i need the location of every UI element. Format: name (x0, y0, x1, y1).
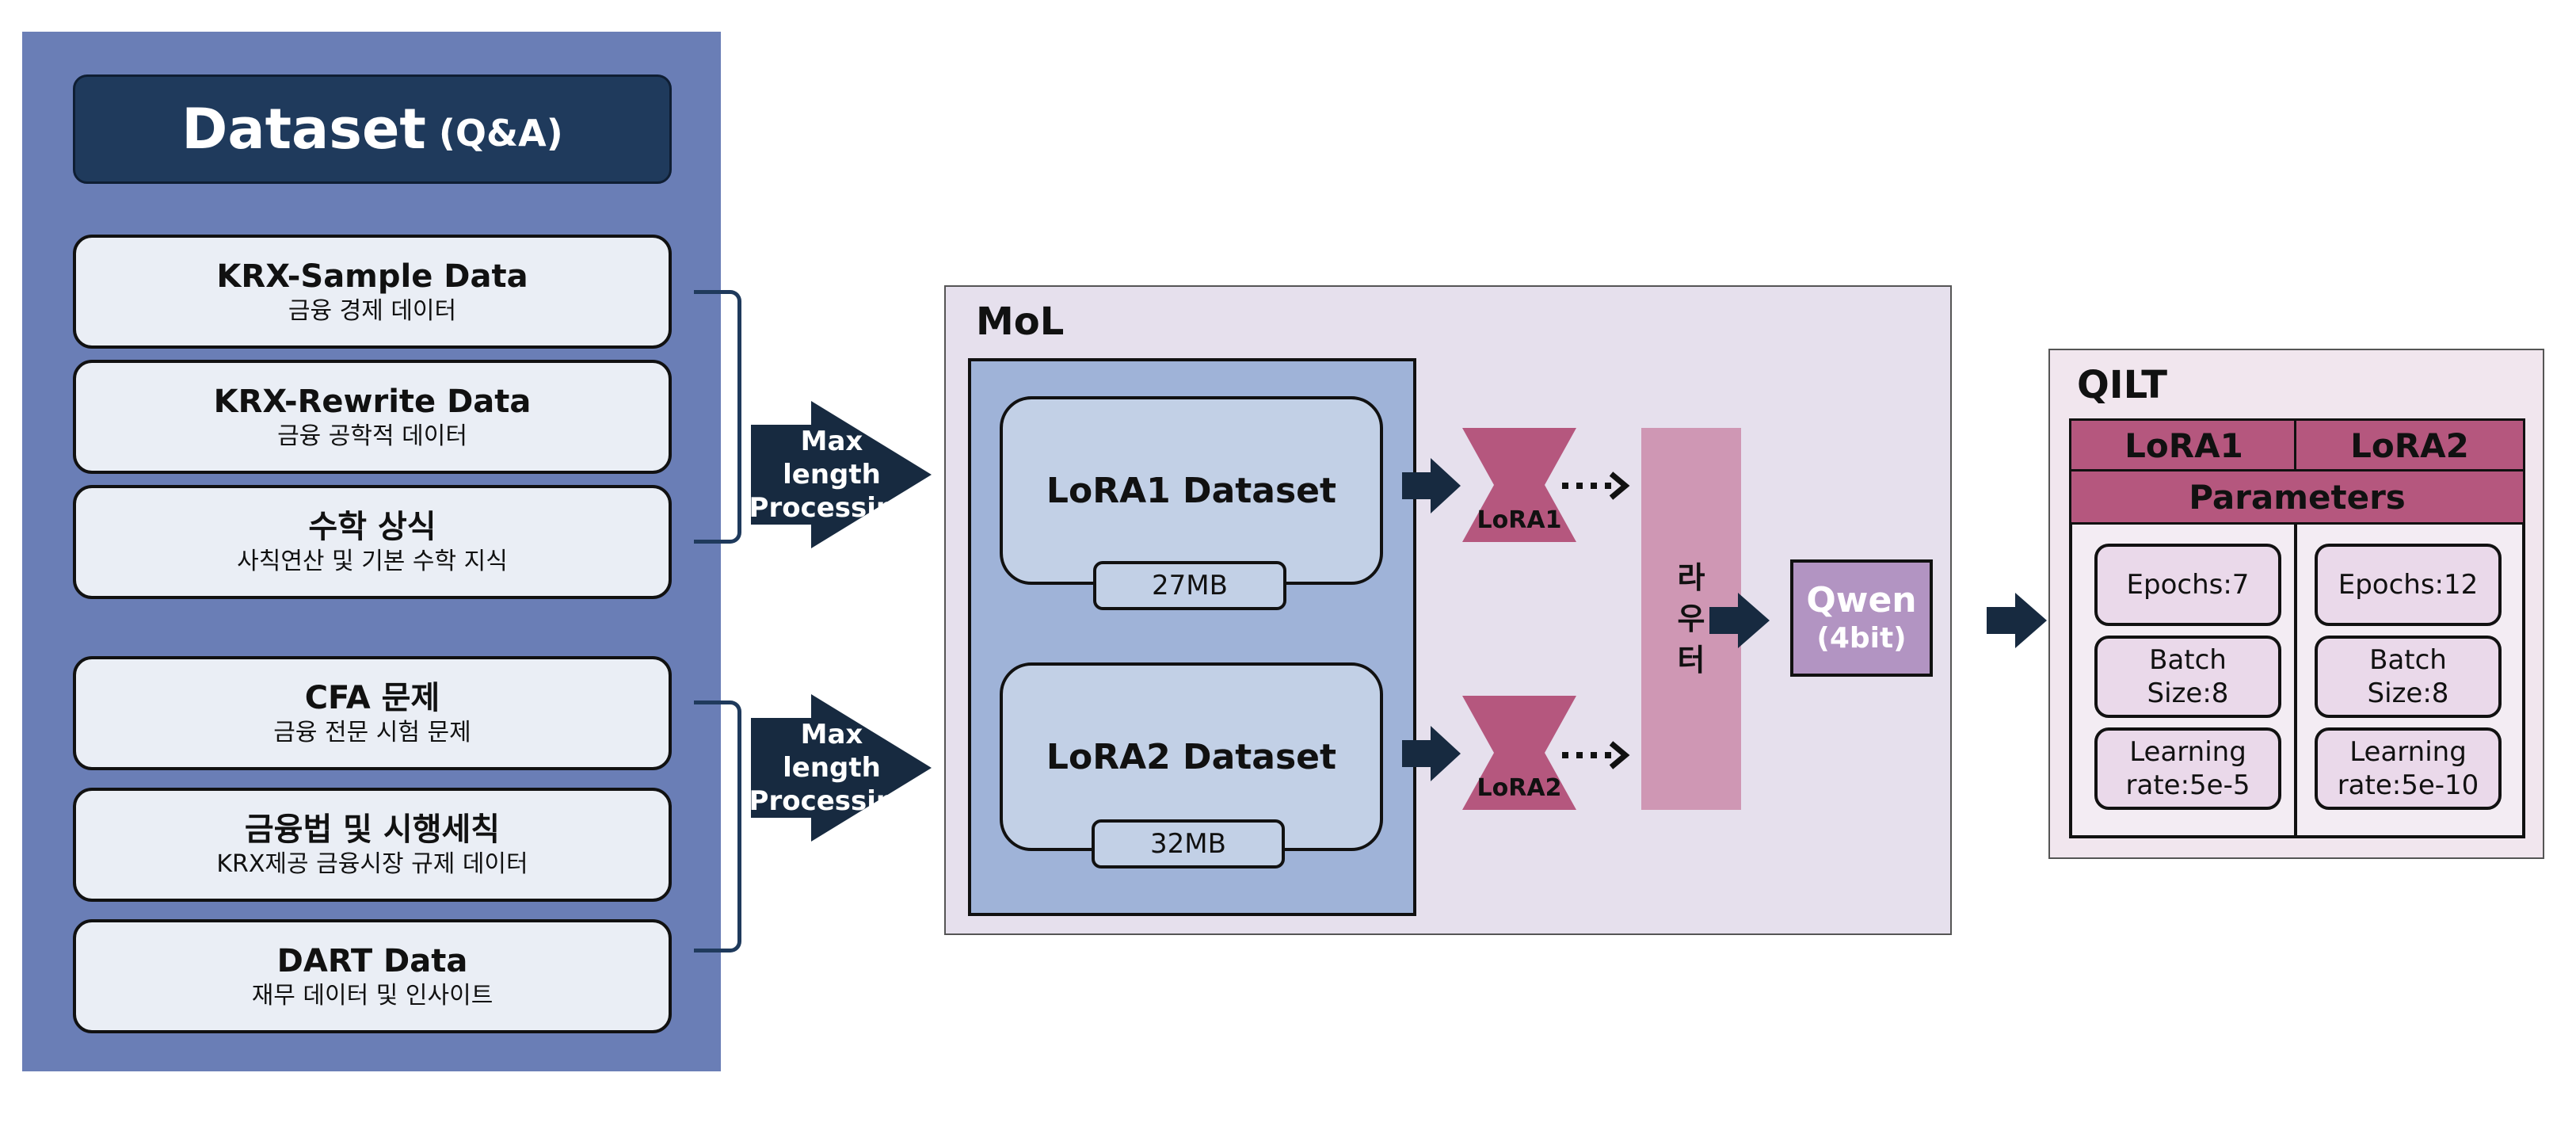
dataset-item-desc: 재무 데이터 및 인사이트 (251, 982, 493, 1010)
lora2-adapter: LoRA2 (1462, 696, 1576, 810)
qilt-header-lora2-label: LoRA2 (2350, 426, 2469, 465)
lora2-adapter-label: LoRA2 (1477, 774, 1562, 802)
qwen-quant-label: (4bit) (1816, 622, 1907, 655)
lora1-size-tag: 27MB (1093, 561, 1286, 610)
dataset-item-name: KRX-Sample Data (216, 258, 528, 295)
lora1-param-batch-size: Batch Size:8 (2094, 636, 2281, 718)
param-value: Batch Size:8 (2147, 644, 2229, 709)
lora2-dataset-label: LoRA2 Dataset (1046, 736, 1337, 777)
dotted-arrow-icon (1562, 471, 1630, 500)
dataset-item-cfa: CFA 문제 금융 전문 시험 문제 (73, 656, 672, 770)
arrow-right-icon (1709, 593, 1770, 648)
dataset-item-finance-law: 금융법 및 시행세칙 KRX제공 금융시장 규제 데이터 (73, 788, 672, 902)
qwen-label: Qwen (1806, 580, 1917, 620)
dataset-item-desc: 사칙연산 및 기본 수학 지식 (237, 548, 508, 575)
lora1-param-learning-rate: Learning rate:5e-5 (2094, 727, 2281, 810)
dataset-title: Dataset (Q&A) (73, 74, 672, 184)
dataset-item-desc: 금융 공학적 데이터 (277, 422, 467, 450)
qilt-header-lora1: LoRA1 (2069, 418, 2299, 472)
arrow-right-icon (1987, 593, 2047, 648)
qilt-column-divider (2294, 523, 2297, 838)
qilt-header-lora1-label: LoRA1 (2124, 426, 2243, 465)
dataset-item-name: 수학 상식 (308, 509, 436, 545)
max-length-line1: Max length (783, 426, 881, 491)
lora1-dataset-box: LoRA1 Dataset (1000, 396, 1383, 585)
lora2-param-learning-rate: Learning rate:5e-10 (2315, 727, 2502, 810)
max-length-line2: Processing (749, 785, 915, 817)
dataset-item-desc: KRX제공 금융시장 규제 데이터 (216, 850, 528, 878)
arrow-shape-icon (751, 401, 932, 548)
lora2-size-tag: 32MB (1092, 819, 1285, 868)
dataset-item-name: 금융법 및 시행세칙 (244, 811, 501, 848)
dotted-arrow-icon (1562, 741, 1630, 769)
mol-title: MoL (976, 300, 1065, 344)
dataset-title-sub: (Q&A) (438, 112, 563, 155)
router-char: 라 (1677, 560, 1705, 595)
arrow-right-icon (1402, 726, 1461, 781)
max-length-label: Max length Processing (749, 694, 915, 842)
dataset-item-dart: DART Data 재무 데이터 및 인사이트 (73, 919, 672, 1033)
arrow-right-icon (1402, 458, 1461, 513)
group1-bracket (694, 290, 741, 544)
dataset-item-desc: 금융 전문 시험 문제 (273, 719, 471, 746)
dataset-title-text: Dataset (181, 97, 426, 162)
max-length-label: Max length Processing (749, 401, 915, 548)
lora1-size-value: 27MB (1152, 570, 1228, 601)
dataset-item-krx-sample: KRX-Sample Data 금융 경제 데이터 (73, 235, 672, 349)
qilt-parameters-header: Parameters (2069, 469, 2525, 525)
dataset-item-desc: 금융 경제 데이터 (288, 297, 457, 325)
router-char: 터 (1677, 643, 1705, 678)
param-value: Learning rate:5e-5 (2125, 736, 2250, 801)
lora2-param-epochs: Epochs:12 (2315, 544, 2502, 626)
hourglass-icon (1462, 696, 1576, 810)
max-length-arrow-1: Max length Processing (749, 401, 932, 548)
lora1-param-epochs: Epochs:7 (2094, 544, 2281, 626)
lora2-param-batch-size: Batch Size:8 (2315, 636, 2502, 718)
param-value: Batch Size:8 (2367, 644, 2449, 709)
dataset-item-krx-rewrite: KRX-Rewrite Data 금융 공학적 데이터 (73, 360, 672, 474)
dataset-item-name: DART Data (276, 943, 468, 979)
param-value: Epochs:12 (2338, 569, 2479, 601)
lora1-dataset-label: LoRA1 Dataset (1046, 470, 1337, 511)
max-length-arrow-2: Max length Processing (749, 694, 932, 842)
arrow-shape-icon (751, 694, 932, 842)
dataset-item-name: CFA 문제 (304, 680, 440, 716)
param-value: Epochs:7 (2126, 569, 2250, 601)
qilt-parameters-label: Parameters (2189, 477, 2406, 517)
lora1-adapter-label: LoRA1 (1477, 506, 1562, 534)
max-length-line2: Processing (749, 492, 915, 524)
lora1-adapter: LoRA1 (1462, 428, 1576, 542)
dataset-item-math: 수학 상식 사칙연산 및 기본 수학 지식 (73, 485, 672, 599)
dataset-item-name: KRX-Rewrite Data (213, 384, 532, 420)
qwen-model-box: Qwen (4bit) (1790, 559, 1933, 677)
qilt-title: QILT (2077, 363, 2168, 407)
hourglass-icon (1462, 428, 1576, 542)
max-length-line1: Max length (783, 719, 881, 784)
lora2-size-value: 32MB (1150, 828, 1226, 860)
param-value: Learning rate:5e-10 (2337, 736, 2479, 801)
router-char: 우 (1677, 601, 1705, 636)
group2-bracket (694, 701, 741, 952)
qilt-header-lora2: LoRA2 (2294, 418, 2525, 472)
